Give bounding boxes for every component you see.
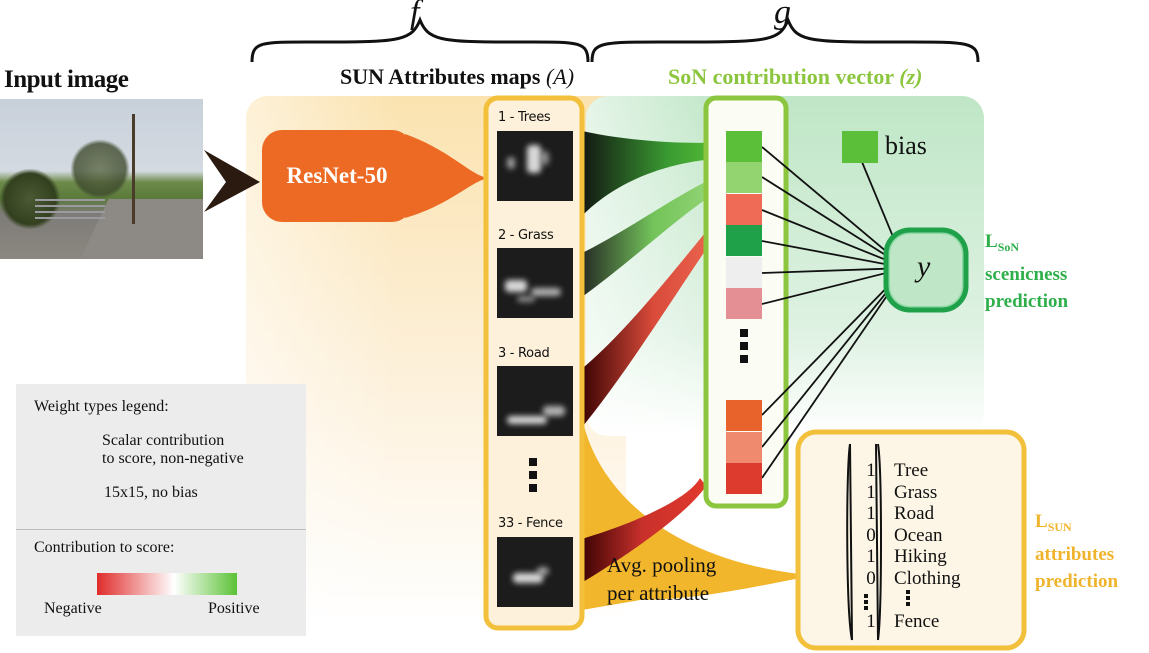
f-label: f: [410, 0, 420, 31]
son-cell: [726, 162, 762, 193]
son-cell: [726, 400, 762, 431]
bias-label: bias: [885, 131, 927, 160]
son-cell: [726, 288, 762, 319]
attribute-ellipsis: [864, 590, 910, 610]
fan-fence: [578, 478, 706, 585]
attr-map-trees: [497, 131, 573, 201]
legend-title: Weight types legend:: [34, 398, 169, 415]
fan-trees: [578, 130, 728, 220]
g-label: g: [774, 0, 791, 31]
f-brace: [250, 15, 590, 63]
legend-positive-label: Positive: [208, 600, 260, 617]
attr-map-road: [497, 366, 573, 436]
attr-label-road: 3 - Road: [498, 346, 550, 361]
legend-negative-label: Negative: [44, 600, 102, 617]
attr-label-grass: 2 - Grass: [498, 228, 554, 243]
input-photo: [0, 99, 203, 259]
resnet-label: ResNet-50: [286, 163, 388, 188]
bias-swatch: [842, 131, 878, 163]
son-cell: [726, 463, 762, 494]
son-cell: [726, 257, 762, 288]
pooling-fan: [582, 418, 800, 610]
attr-label-trees: 1 - Trees: [498, 110, 551, 125]
attr-label-fence: 33 - Fence: [498, 516, 563, 531]
lson-loss-label: LSoN scenicness prediction: [985, 231, 1069, 312]
input-image-title: Input image: [4, 66, 129, 93]
scalar-lines: [761, 146, 907, 479]
son-cell: [726, 225, 762, 256]
son-cell: [726, 131, 762, 162]
sun-maps-column: [483, 95, 585, 631]
legend-divider: [16, 529, 306, 530]
resnet-block: [262, 130, 412, 222]
attributes-box: [795, 429, 1027, 651]
maps-ellipsis: [529, 458, 537, 497]
sun-attributes-title: SUN Attributes maps (A): [340, 64, 575, 89]
attr-map-grass: [497, 248, 573, 318]
contribution-gradient: [97, 573, 237, 595]
attr-map-fence: [497, 537, 573, 607]
vector-ellipsis: [740, 329, 748, 368]
pooling-label: Avg. pooling per attribute: [607, 553, 717, 605]
g-brace: [590, 15, 980, 63]
legend-scalar-label: Scalar contribution to score, non-negati…: [102, 432, 244, 467]
y-output-label: y: [917, 250, 931, 283]
lsun-loss-label: LSUN attributes prediction: [1035, 511, 1119, 592]
son-cell: [726, 432, 762, 463]
fan-grass: [578, 172, 728, 300]
son-vector-title: SoN contribution vector (z): [668, 64, 923, 89]
son-cell: [726, 194, 762, 225]
legend-panel: Weight types legend: Scalar contribution…: [16, 384, 306, 636]
legend-contrib-title: Contribution to score:: [34, 539, 175, 556]
input-arrow: [204, 150, 260, 212]
legend-conv-label: 15x15, no bias: [104, 484, 198, 501]
fan-road: [578, 205, 728, 432]
